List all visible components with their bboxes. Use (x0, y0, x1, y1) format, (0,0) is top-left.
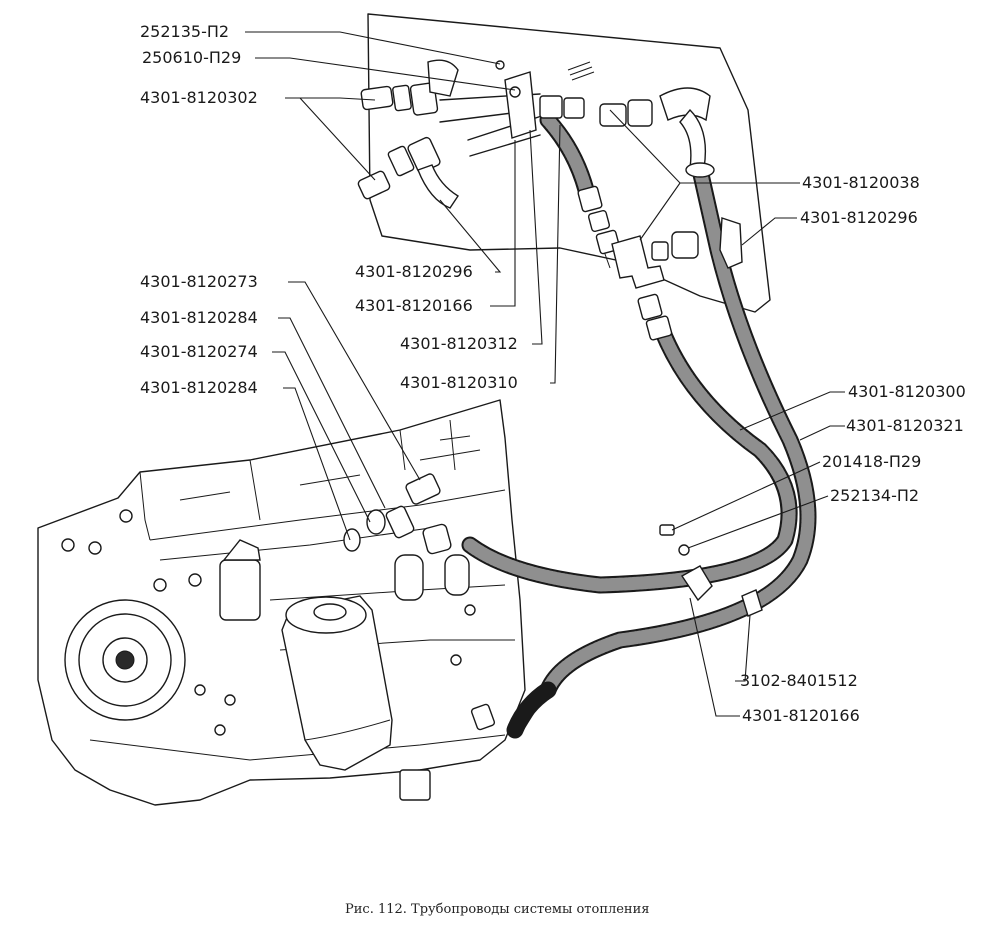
label-4301-8120321: 4301-8120321 (846, 416, 964, 435)
label-201418-p29: 201418-П29 (822, 452, 921, 471)
figure-caption: Рис. 112. Трубопроводы системы отопления (345, 902, 649, 917)
label-252134-p2: 252134-П2 (830, 486, 919, 505)
label-4301-8120284-a: 4301-8120284 (140, 308, 258, 327)
label-4301-8120284-b: 4301-8120284 (140, 378, 258, 397)
engine-block (37, 399, 526, 806)
label-4301-8120300: 4301-8120300 (848, 382, 966, 401)
label-252135-p2: 252135-П2 (140, 22, 229, 41)
label-4301-8120296-left: 4301-8120296 (355, 262, 473, 281)
label-4301-8120302: 4301-8120302 (140, 88, 258, 107)
label-4301-8120274: 4301-8120274 (140, 342, 258, 361)
label-4301-8120310: 4301-8120310 (400, 373, 518, 392)
label-4301-8120038: 4301-8120038 (802, 173, 920, 192)
leader-lines (245, 31, 845, 717)
label-4301-8120273: 4301-8120273 (140, 272, 258, 291)
label-250610-p29: 250610-П29 (142, 48, 241, 67)
label-4301-8120166-top: 4301-8120166 (355, 296, 473, 315)
label-4301-8120296-right: 4301-8120296 (800, 208, 918, 227)
label-4301-8120166-bottom: 4301-8120166 (742, 706, 860, 725)
hoses (439, 93, 817, 739)
part-labels: 252135-П2 250610-П29 4301-8120302 4301-8… (140, 22, 966, 725)
label-4301-8120312: 4301-8120312 (400, 334, 518, 353)
label-3102-8401512: 3102-8401512 (740, 671, 858, 690)
fittings-top (357, 59, 743, 341)
